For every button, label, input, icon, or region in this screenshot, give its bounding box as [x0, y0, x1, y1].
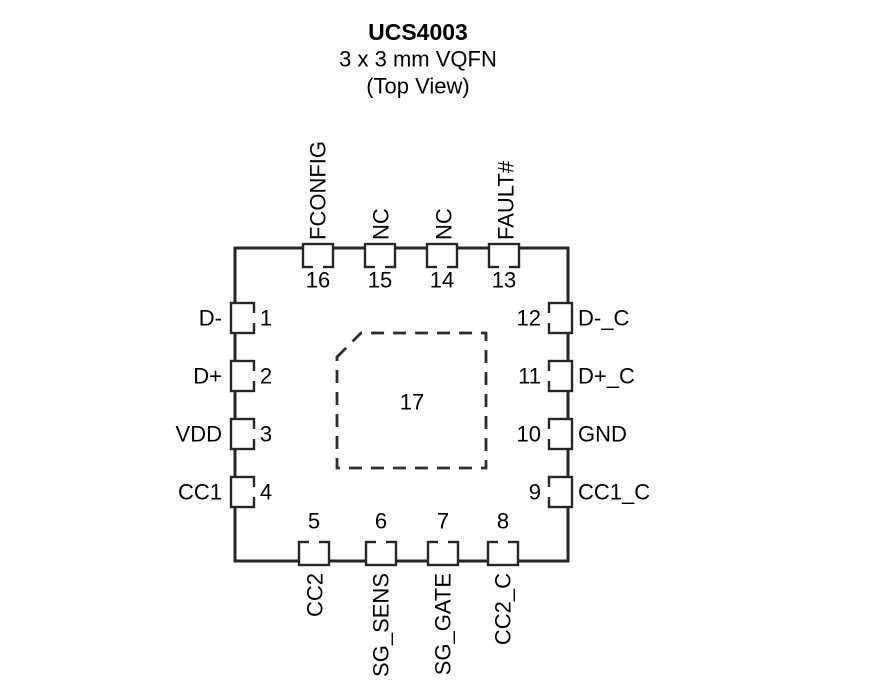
pin-label-d-plus-c: D+_C [578, 364, 635, 389]
pin-number-5: 5 [308, 509, 320, 534]
pin-pad-8 [486, 539, 520, 567]
pin-pad-11 [546, 359, 574, 393]
pin-pad-1 [229, 301, 257, 335]
pin-pad-6 [364, 539, 398, 567]
pin-label-d-minus-c: D-_C [578, 306, 629, 331]
thermal-pad-outline [335, 331, 488, 470]
pin-pad-9 [546, 475, 574, 509]
pin-number-6: 6 [375, 509, 387, 534]
page-title: UCS4003 [368, 19, 468, 45]
pin-label-cc2: CC2 [303, 573, 328, 617]
pin-label-cc1: CC1 [178, 480, 222, 505]
package-label: 3 x 3 mm VQFN [339, 47, 497, 72]
pin-pad-3 [229, 417, 257, 451]
pin-number-4: 4 [260, 480, 272, 505]
pin-pad-2 [229, 359, 257, 393]
pin-number-1: 1 [260, 306, 272, 331]
pin-label-d-plus: D+ [193, 364, 222, 389]
thermal-pad-number: 17 [400, 390, 424, 415]
pin-pad-13 [487, 242, 521, 270]
pin-number-10: 10 [517, 422, 541, 447]
pin-pad-16 [301, 242, 335, 270]
pin-number-7: 7 [437, 509, 449, 534]
pin-pad-4 [229, 475, 257, 509]
pin-label-gnd: GND [578, 422, 627, 447]
pin-pad-5 [297, 539, 331, 567]
pin-label-fconfig: FCONFIG [306, 141, 331, 240]
pin-label-d-minus: D- [199, 306, 222, 331]
pin-number-9: 9 [529, 480, 541, 505]
pin-pad-7 [426, 539, 460, 567]
pin-pad-10 [546, 417, 574, 451]
pin-label-fault: FAULT# [494, 160, 519, 240]
pin-label-sg-gate: SG_GATE [431, 573, 456, 675]
pin-label-cc1-c: CC1_C [578, 480, 650, 505]
pin-label-nc-14: NC [432, 208, 457, 240]
pin-number-2: 2 [260, 364, 272, 389]
pin-label-vdd: VDD [176, 422, 222, 447]
pin-number-16: 16 [306, 268, 330, 293]
pin-pad-15 [363, 242, 397, 270]
pin-label-cc2-c: CC2_C [491, 573, 516, 645]
pin-number-8: 8 [497, 509, 509, 534]
pin-number-12: 12 [517, 306, 541, 331]
chip-body-outline [233, 246, 570, 563]
pin-number-14: 14 [430, 268, 454, 293]
pin-label-nc-15: NC [369, 208, 394, 240]
pin-number-11: 11 [518, 364, 541, 389]
pin-number-3: 3 [260, 422, 272, 447]
pin-label-sg-sens: SG_SENS [369, 573, 394, 677]
view-label: (Top View) [366, 74, 470, 99]
pin-pad-14 [425, 242, 459, 270]
pin-pad-12 [546, 301, 574, 335]
pin-number-15: 15 [368, 268, 392, 293]
pin-number-13: 13 [492, 268, 516, 293]
